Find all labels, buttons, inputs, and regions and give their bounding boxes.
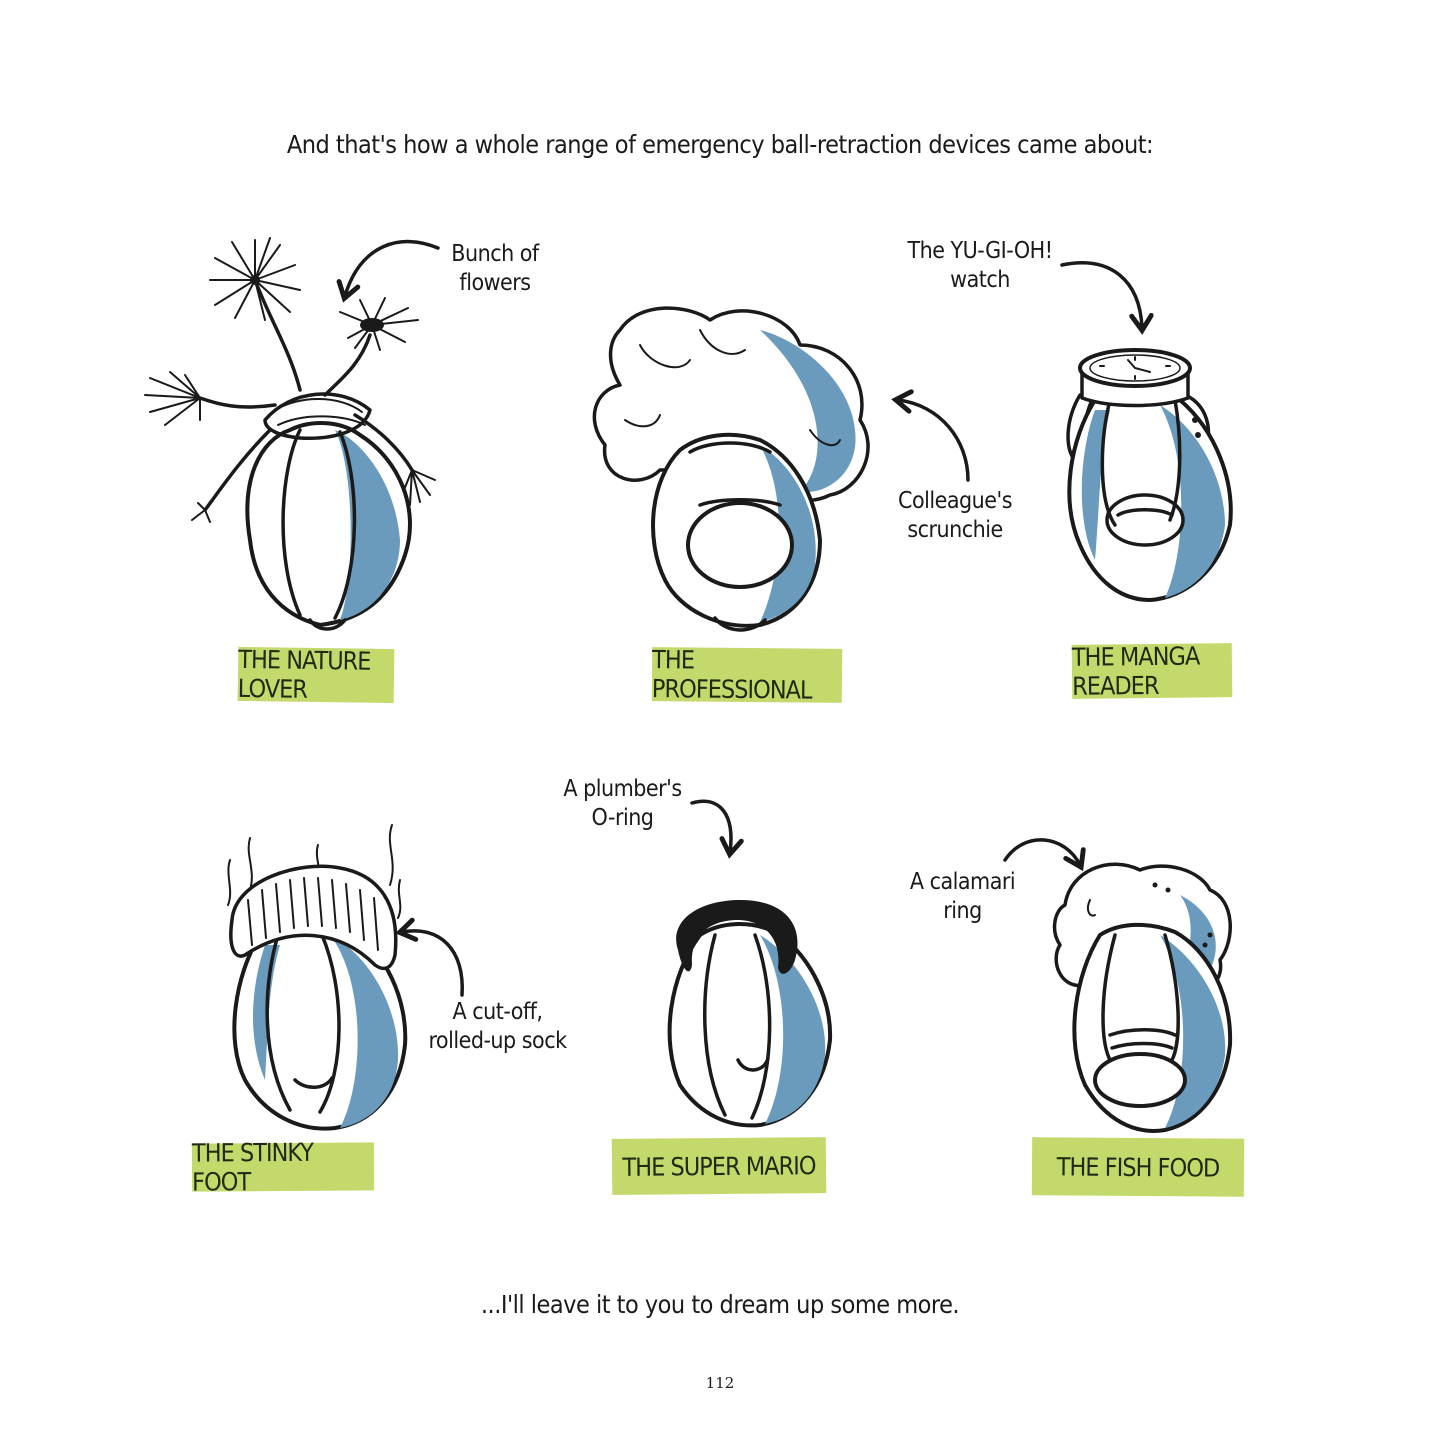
note-watch-line2: watch	[950, 267, 1010, 293]
dandelion-icon	[209, 237, 301, 321]
arrow-scrunchie	[891, 389, 970, 482]
arrow-watch	[1060, 261, 1154, 335]
professional-illustration	[592, 306, 870, 632]
daisy-icon	[339, 297, 419, 351]
note-sock: A cut-off, rolled-up sock	[415, 998, 580, 1056]
note-scrunchie-line1: Colleague's	[898, 488, 1012, 514]
label-stinky-foot: THE STINKY FOOT	[192, 1138, 375, 1197]
note-o-ring-line2: O-ring	[591, 805, 654, 831]
note-scrunchie-line2: scrunchie	[907, 517, 1003, 543]
arrow-calamari	[1003, 838, 1086, 872]
arrow-sock	[395, 917, 464, 997]
label-nature-lover: THE NATURE LOVER	[238, 645, 395, 704]
label-super-mario: THE SUPER MARIO	[611, 1137, 827, 1195]
page-number: 112	[705, 1374, 735, 1392]
note-o-ring: A plumber's O-ring	[550, 775, 695, 833]
note-sock-line2: rolled-up sock	[428, 1028, 567, 1054]
note-watch-line1: The YU-GI-OH!	[907, 238, 1053, 264]
note-calamari-line2: ring	[943, 898, 982, 924]
left-flower-icon	[144, 371, 201, 426]
sock-icon	[229, 864, 398, 971]
watch-icon	[1078, 348, 1192, 388]
note-scrunchie: Colleague's scrunchie	[880, 487, 1030, 545]
label-fish-food: THE FISH FOOD	[1031, 1137, 1245, 1197]
note-o-ring-line1: A plumber's	[563, 776, 682, 802]
note-flowers: Bunch of flowers	[430, 240, 560, 298]
intro-caption: And that's how a whole range of emergenc…	[286, 130, 1154, 159]
label-manga-reader: THE MANGA READER	[1072, 642, 1233, 701]
arrow-flowers	[336, 239, 440, 303]
super-mario-illustration	[667, 900, 833, 1128]
right-flower-icon	[399, 469, 436, 506]
o-ring-icon	[676, 900, 798, 974]
arrow-o-ring	[690, 799, 744, 859]
note-calamari-line1: A calamari	[909, 869, 1016, 895]
fish-food-illustration	[1052, 862, 1233, 1133]
manga-reader-illustration	[1066, 348, 1233, 602]
note-flowers-line2: flowers	[459, 270, 531, 296]
note-flowers-line1: Bunch of	[451, 241, 539, 267]
note-calamari: A calamari ring	[895, 868, 1030, 926]
nature-lover-illustration	[144, 237, 436, 631]
note-watch: The YU-GI-OH! watch	[895, 237, 1065, 295]
label-professional: THE PROFESSIONAL	[652, 645, 843, 705]
note-sock-line1: A cut-off,	[452, 999, 544, 1025]
outro-caption: ...I'll leave it to you to dream up some…	[480, 1290, 960, 1319]
stinky-foot-illustration	[227, 824, 408, 1131]
